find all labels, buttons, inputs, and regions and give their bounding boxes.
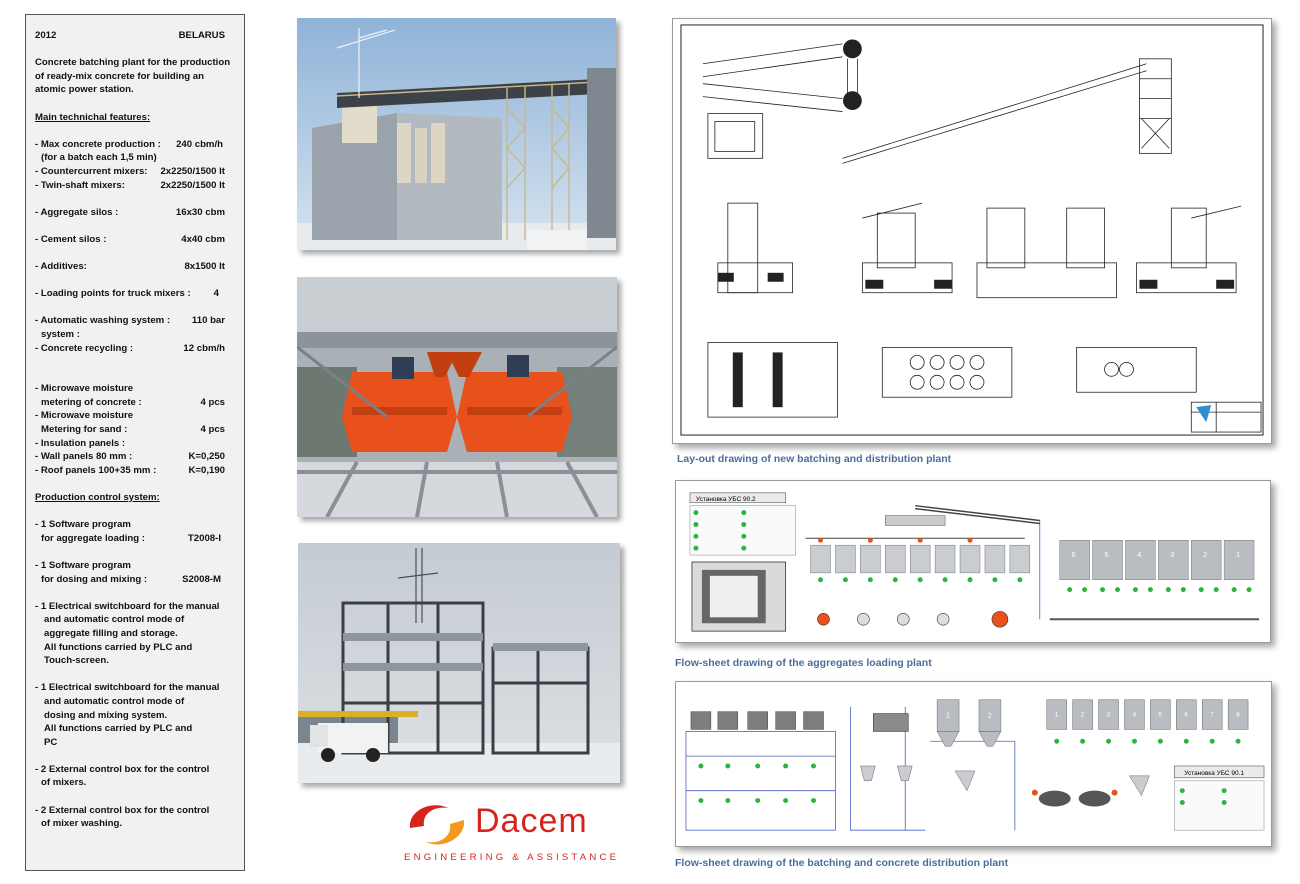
agg-silo-labels: 6 5 4 3 2 1 (1072, 552, 1240, 559)
additives-value: 8x1500 lt (184, 261, 225, 273)
insulation: - Insulation panels : (35, 437, 126, 449)
ext2-line2: of mixer washing. (41, 818, 123, 830)
wall-label: - Wall panels 80 mm : (35, 451, 133, 463)
aggregate-label: - Aggregate silos : (35, 206, 119, 218)
agg-silo-label: 2 (1203, 552, 1207, 559)
control-heading: Production control system: (35, 492, 160, 503)
sb2-line2: and automatic control mode of (44, 695, 185, 707)
sw2-value: S2008-M (182, 573, 221, 585)
additive-silo-labels: 1 2 3 4 5 6 7 8 (1055, 712, 1240, 719)
aggregates-flowsheet: Установка УБС 90.2 (675, 480, 1271, 643)
mw-sand-value: 4 pcs (200, 424, 225, 436)
caption-layout: Lay-out drawing of new batching and dist… (677, 453, 952, 465)
sw2-line2: for dosing and mixing : (41, 573, 148, 585)
agg-title: Установка УБС 90.2 (696, 496, 756, 503)
countercurrent-label: - Countercurrent mixers: (35, 165, 148, 177)
spec-country: BELARUS (178, 30, 225, 41)
additive-silo-label: 2 (1081, 712, 1085, 719)
agg-silo-label: 1 (1236, 552, 1240, 559)
mw-concrete-1: - Microwave moisture (35, 383, 134, 395)
ext2-line1: - 2 External control box for the control (35, 804, 210, 816)
cement-value: 4x40 cbm (181, 233, 225, 245)
batch-title: Установка УБС 90.1 (1184, 770, 1244, 777)
dacem-logo: Dacem ENGINEERING & ASSISTANCE (400, 796, 616, 866)
sb1-line1: - 1 Electrical switchboard for the manua… (35, 600, 220, 612)
cement-label: - Cement silos : (35, 233, 107, 245)
recycling-label: - Concrete recycling : (35, 342, 134, 354)
photo-plant-exterior (297, 18, 616, 250)
sb2-line3: dosing and mixing system. (44, 709, 168, 721)
additive-silo-label: 8 (1236, 712, 1240, 719)
additive-silo-label: 7 (1210, 712, 1214, 719)
recycling-value: 12 cbm/h (183, 342, 225, 354)
additives-label: - Additives: (35, 261, 87, 273)
additive-silo-label: 4 (1132, 712, 1136, 719)
additive-silo-label: 5 (1158, 712, 1162, 719)
twinshaft-value: 2x2250/1500 lt (160, 179, 225, 191)
agg-silo-label: 3 (1170, 552, 1174, 559)
sb2-line4: All functions carried by PLC and (44, 723, 193, 735)
mw-sand-2: Metering for sand : (41, 424, 128, 436)
spec-year: 2012 (35, 30, 57, 41)
aggregate-value: 16x30 cbm (175, 206, 225, 218)
sw1-line1: - 1 Software program (35, 519, 131, 531)
caption-aggregates: Flow-sheet drawing of the aggregates loa… (675, 657, 932, 669)
photo-steel-structure (298, 543, 620, 783)
ext1-line2: of mixers. (41, 777, 87, 789)
mw-sand-1: - Microwave moisture (35, 410, 134, 422)
logo-tagline: ENGINEERING & ASSISTANCE (404, 852, 620, 863)
sb1-line2: and automatic control mode of (44, 614, 185, 626)
sb2-line5: PC (44, 736, 58, 748)
batch-note: (for a batch each 1,5 min) (41, 152, 157, 164)
spec-panel: 2012 BELARUS Concrete batching plant for… (25, 14, 245, 871)
spec-header: 2012 BELARUS (35, 29, 235, 43)
sb1-line5: Touch-screen. (44, 655, 109, 667)
washing-cont: system : (41, 329, 80, 341)
features-heading: Main technichal features: (35, 111, 151, 123)
additive-silo-label: 3 (1107, 712, 1111, 719)
roof-value: K=0,190 (188, 464, 225, 476)
max-production-value: 240 cbm/h (176, 138, 223, 150)
agg-silo-label: 6 (1072, 552, 1076, 559)
additive-silo-label: 1 (1055, 712, 1059, 719)
sb1-line4: All functions carried by PLC and (44, 641, 193, 653)
loading-label: - Loading points for truck mixers : (35, 288, 191, 300)
batching-flowsheet: 1 2 1 2 3 4 5 6 7 8 Устан (675, 681, 1272, 847)
dacem-swirl-icon (409, 805, 465, 845)
ext1-line1: - 2 External control box for the control (35, 763, 210, 775)
twinshaft-label: - Twin-shaft mixers: (35, 179, 125, 191)
sw1-line2: for aggregate loading : (41, 532, 145, 544)
mw-concrete-value: 4 pcs (200, 396, 225, 408)
sb1-line3: aggregate filling and storage. (44, 627, 178, 639)
washing-label: - Automatic washing system : (35, 315, 171, 327)
wall-value: K=0,250 (188, 451, 225, 463)
photo-mixers (297, 277, 617, 517)
sw1-value: T2008-I (187, 532, 221, 544)
max-production-label: - Max concrete production : (35, 138, 161, 150)
sb2-line1: - 1 Electrical switchboard for the manua… (35, 682, 220, 694)
cement-silo-label: 1 (946, 713, 950, 720)
sw2-line1: - 1 Software program (35, 559, 131, 571)
additive-silo-label: 6 (1184, 712, 1188, 719)
layout-drawing (672, 18, 1272, 444)
agg-silo-label: 4 (1137, 552, 1141, 559)
loading-value: 4 (213, 288, 219, 300)
mw-concrete-2: metering of concrete : (41, 396, 142, 408)
washing-value: 110 bar (191, 315, 225, 327)
agg-silo-label: 5 (1105, 552, 1109, 559)
caption-batching: Flow-sheet drawing of the batching and c… (675, 857, 1009, 869)
roof-label: - Roof panels 100+35 mm : (35, 464, 157, 476)
cement-silo-label: 2 (988, 713, 992, 720)
spec-intro: Concrete batching plant for the producti… (35, 57, 231, 96)
countercurrent-value: 2x2250/1500 lt (160, 165, 225, 177)
logo-name: Dacem (475, 802, 588, 840)
